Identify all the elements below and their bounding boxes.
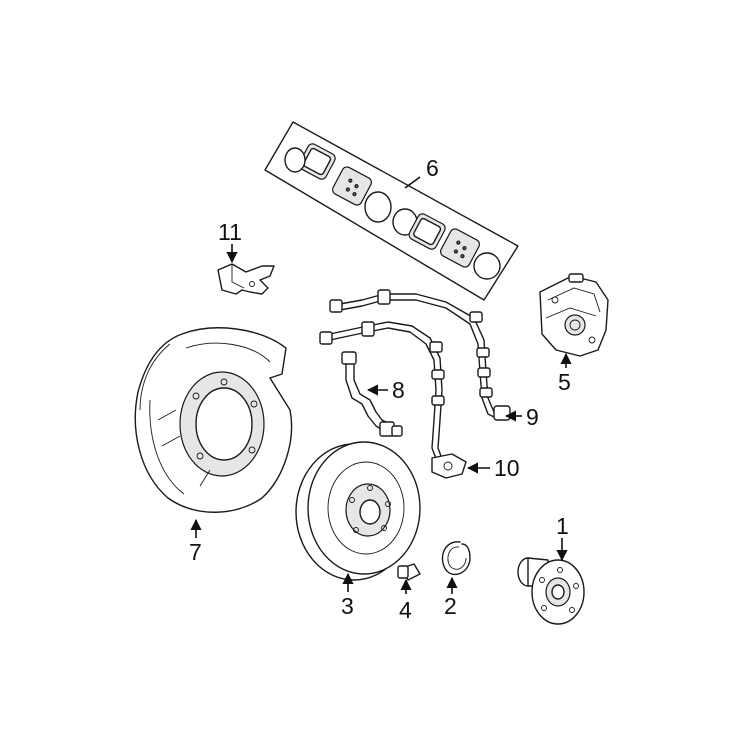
callout-3: 3 — [341, 593, 354, 619]
brake-caliper[interactable] — [539, 273, 609, 357]
snap-ring[interactable] — [441, 541, 471, 576]
backing-plate[interactable] — [134, 327, 293, 513]
wheel-hub[interactable] — [517, 557, 585, 625]
leader-6 — [404, 176, 421, 189]
brake-hose[interactable] — [341, 351, 403, 437]
callout-7: 7 — [189, 539, 202, 565]
callout-4: 4 — [399, 597, 412, 623]
callout-5: 5 — [558, 369, 571, 395]
callout-1: 1 — [556, 513, 569, 539]
brake-rotor[interactable] — [295, 441, 421, 581]
callout-10: 10 — [494, 455, 520, 481]
callout-9: 9 — [526, 404, 539, 430]
speed-sensor-cable-10[interactable] — [319, 321, 467, 479]
bracket-part[interactable] — [217, 263, 275, 295]
callout-11: 11 — [218, 219, 242, 245]
callout-6: 6 — [426, 155, 439, 181]
callout-8: 8 — [392, 377, 405, 403]
callout-labels: 6 11 5 8 9 10 7 3 4 2 1 — [189, 155, 571, 623]
bolt[interactable] — [397, 563, 421, 581]
callout-2: 2 — [444, 593, 457, 619]
leader-lines — [190, 176, 572, 594]
brake-pad-kit[interactable] — [264, 121, 519, 301]
